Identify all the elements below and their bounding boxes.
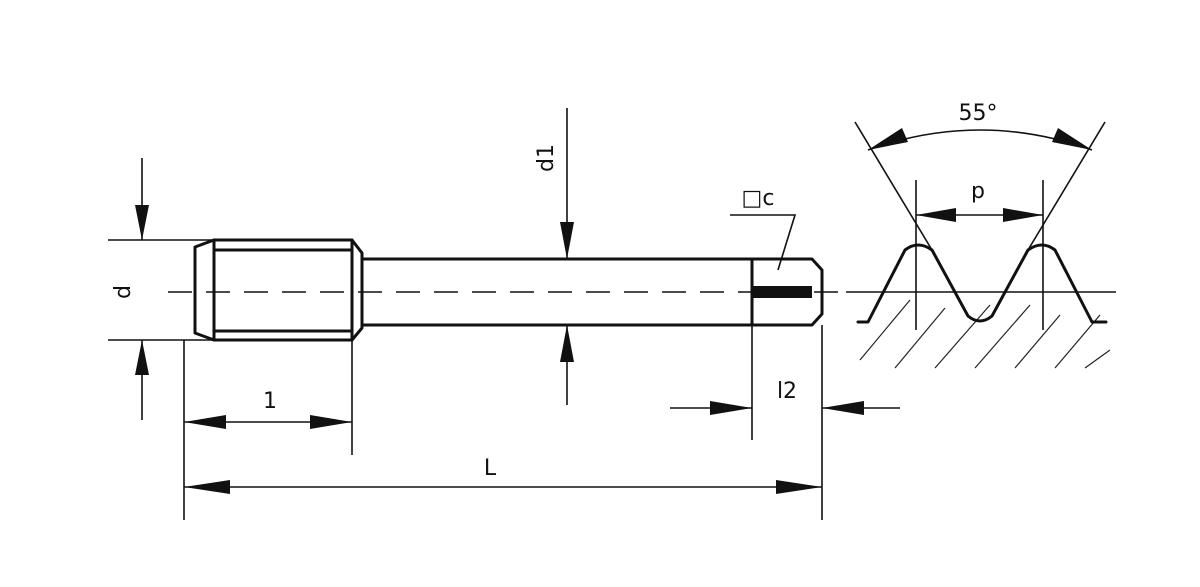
label-l2: l2 [777,379,797,404]
label-c: □c [742,186,775,211]
dimension-d: d [108,158,214,420]
label-p: p [971,179,985,204]
label-d1: d1 [534,144,559,172]
label-L: L [484,456,497,481]
thread-profile-detail: 55° p [846,101,1116,369]
label-d: d [111,285,136,299]
label-angle: 55° [959,101,998,126]
thread-section [193,238,364,342]
thread-profile [856,243,1108,324]
dimension-l2: l2 [670,325,900,440]
dimension-L: L [184,325,823,520]
tap-body [168,238,840,342]
dimension-l1: 1 [183,340,353,520]
profile-hatching [859,299,1111,369]
dimension-d1: d1 [534,108,574,405]
label-l1: 1 [263,389,277,414]
square-callout: □c [730,186,797,271]
